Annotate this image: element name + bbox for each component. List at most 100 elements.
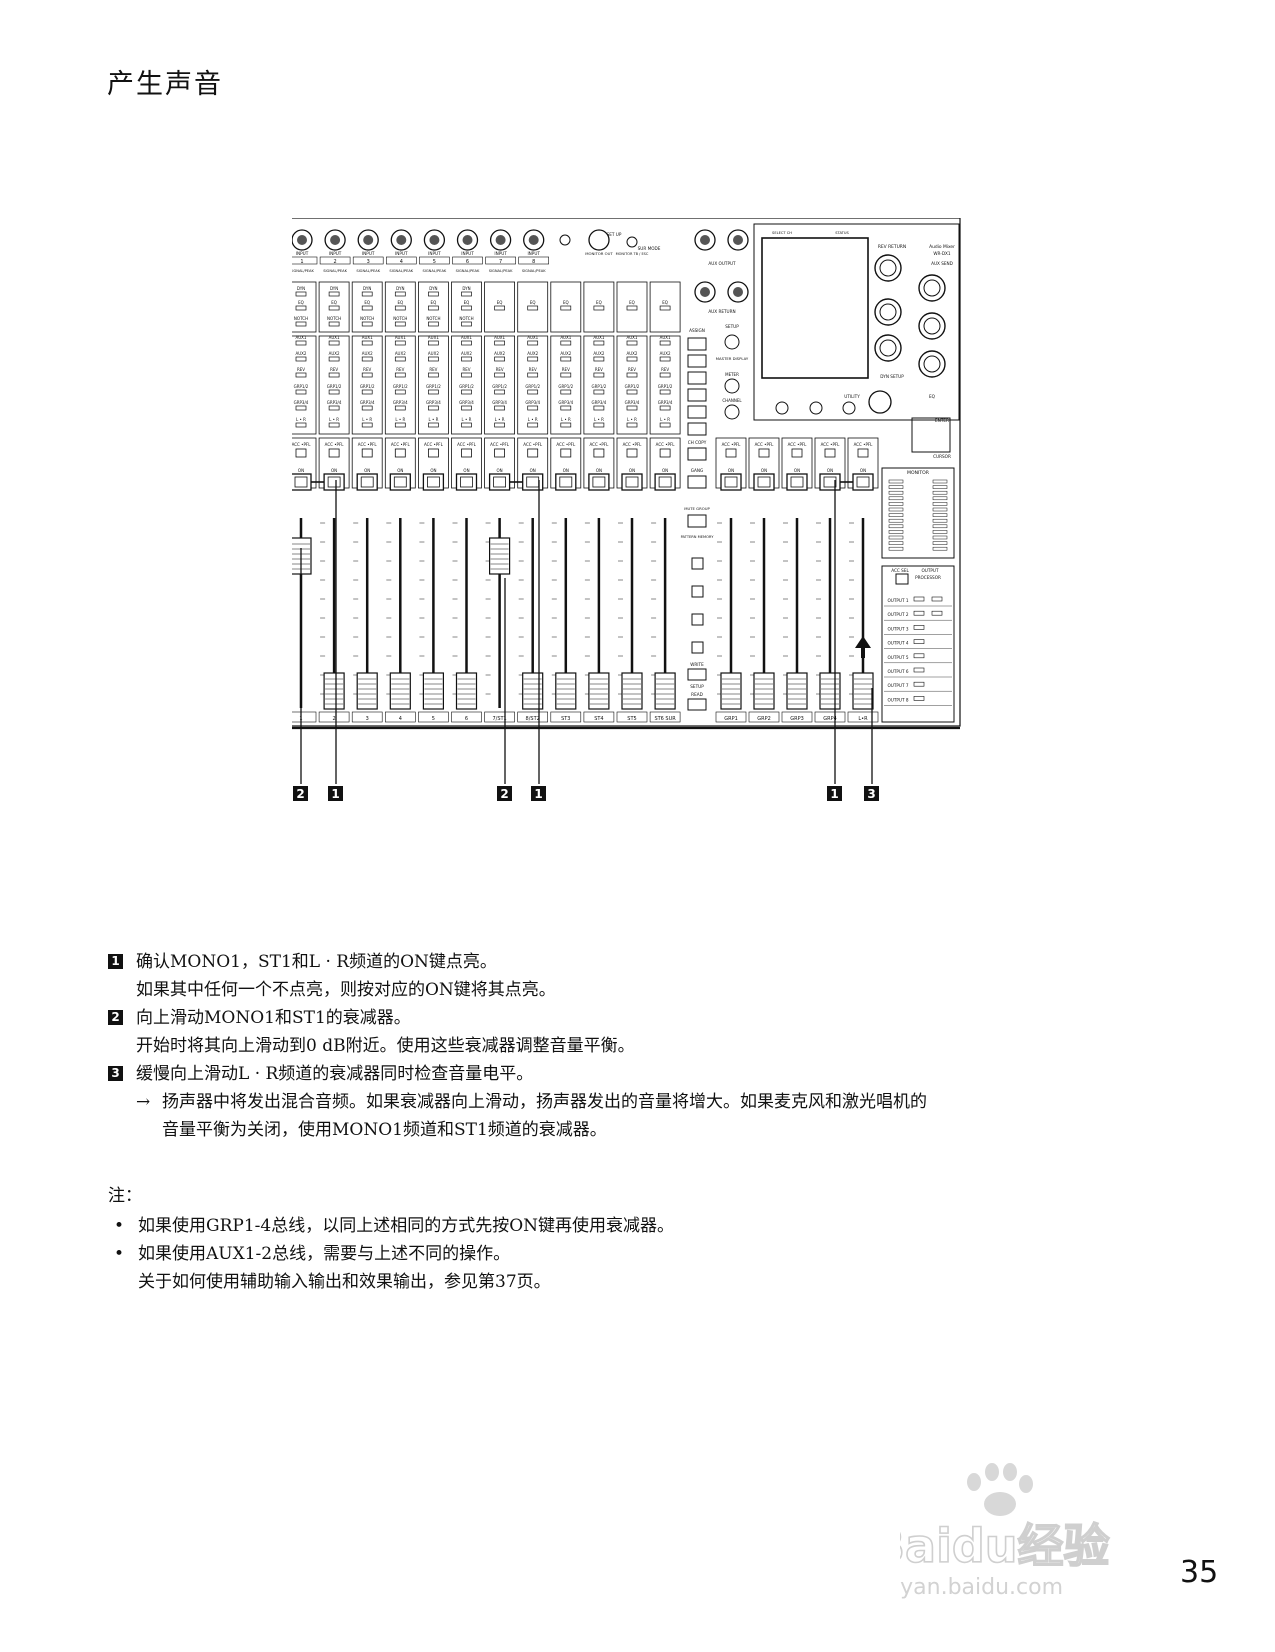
gang-button: [687, 475, 707, 489]
panel-label: ACC SEL: [891, 568, 909, 573]
on-button-inner: [493, 476, 507, 488]
strip-button-label: L • R: [329, 417, 339, 422]
strip-button: [659, 340, 671, 346]
strip-button-label: GRP3/4: [426, 400, 441, 405]
strip-route-group: [517, 335, 549, 435]
steps-list: 1 确认MONO1，ST1和L · R频道的ON键点亮。 如果其中任何一个不点亮…: [108, 948, 1188, 1144]
strip-button: [394, 291, 406, 297]
strip-button: [295, 340, 307, 346]
strip-button-label: AUX2: [660, 351, 671, 356]
fader-label: 3: [366, 716, 369, 722]
strip-button: [394, 321, 406, 327]
note-title: 注：: [108, 1186, 142, 1206]
fader-label-box: [418, 711, 449, 723]
nav-button: [724, 334, 740, 350]
up-arrow-icon: [855, 636, 871, 658]
panel-label: PROCESSOR: [915, 575, 941, 580]
strip-button: [527, 389, 539, 395]
strip-button-label: AUX2: [461, 351, 472, 356]
on-button-inner: [526, 476, 540, 488]
watermark-brand: Baidu经验: [900, 1519, 1110, 1573]
fader-knob: [489, 537, 511, 575]
panel-label: SUR MODE: [638, 246, 661, 251]
strip-button: [295, 291, 307, 297]
channel-num: 5: [433, 259, 436, 265]
fader-knob: [852, 672, 874, 710]
callout-number: 1: [830, 787, 838, 801]
meter-led: [932, 524, 948, 529]
strip-button-label: EQ: [464, 300, 470, 305]
strip-button-label: AUX1: [627, 335, 638, 340]
on-button-inner: [426, 476, 440, 488]
acc-pfl-label: ACC •PFL: [623, 442, 643, 447]
signal-label: SIGNAL/PEAK: [323, 269, 347, 273]
strip-button: [295, 405, 307, 411]
strip-route-group: [583, 335, 615, 435]
strip-dyn-group: [292, 281, 317, 333]
strip-button-label: L • R: [362, 417, 372, 422]
strip-button-label: REV: [396, 367, 404, 372]
fader-label: 7/ST1: [492, 716, 506, 722]
meter-led: [932, 546, 948, 551]
knob-cap: [700, 287, 710, 297]
strip-button: [626, 305, 638, 311]
acc-pfl-label: ACC •PFL: [854, 442, 874, 447]
strip-button: [394, 372, 406, 378]
panel-label: UTILITY: [844, 394, 860, 399]
strip-dyn-group: [351, 281, 383, 333]
note-text: 如果使用AUX1-2总线，需要与上述不同的操作。: [138, 1244, 511, 1264]
assign-button: [687, 371, 707, 385]
strip-button-label: AUX1: [494, 335, 505, 340]
strip-button: [560, 340, 572, 346]
strip-button-label: AUX2: [362, 351, 373, 356]
channel-num-box: [518, 256, 549, 265]
soft-button: [809, 401, 823, 415]
read-button: [687, 698, 707, 711]
monitor-knob: [588, 229, 610, 251]
memory-button: [691, 557, 704, 570]
strip-button-label: REV: [628, 367, 636, 372]
strip-button: [626, 422, 638, 428]
channel-num: 6: [466, 259, 469, 265]
knob-cap: [330, 235, 341, 245]
strip-button: [295, 389, 307, 395]
channel-num-box: [452, 256, 483, 265]
acc-pfl-button: [593, 448, 605, 458]
strip-button-label: NOTCH: [294, 316, 308, 321]
strip-button-label: EQ: [662, 300, 668, 305]
strip-button-label: NOTCH: [327, 316, 341, 321]
acc-pfl-label: ACC •PFL: [722, 442, 742, 447]
step-number-box: 2: [108, 1010, 123, 1025]
panel-label: MASTER DISPLAY: [716, 356, 749, 361]
strip-button: [461, 340, 472, 346]
strip-button-label: L • R: [561, 417, 571, 422]
on-label: ON: [397, 468, 403, 473]
strip-button-label: EQ: [397, 300, 403, 305]
callout-number: 2: [296, 787, 304, 801]
strip-dyn-group: [550, 281, 582, 333]
strip-route-group: [318, 335, 350, 435]
strip-button-label: AUX1: [560, 335, 571, 340]
acc-pfl-label: ACC •PFL: [391, 442, 411, 447]
panel-label: DYN SETUP: [880, 374, 904, 379]
on-button-inner: [327, 476, 341, 488]
fader-label: 5: [432, 716, 435, 722]
meter-led: [932, 485, 948, 489]
on-label: ON: [827, 468, 833, 473]
acc-pfl-button: [427, 448, 439, 458]
callout-box: [864, 786, 879, 801]
page-number: 35: [1180, 1555, 1219, 1590]
output-led: [913, 696, 925, 701]
channel-num-box: [386, 256, 417, 265]
strip-button: [361, 340, 373, 346]
strip-button: [527, 405, 539, 411]
meter-led: [932, 530, 948, 534]
strip-button-label: DYN: [297, 286, 305, 291]
strip-button-label: REV: [496, 367, 504, 372]
meter-led: [888, 524, 904, 529]
acc-pfl-button: [758, 448, 770, 458]
strip-button: [328, 405, 340, 411]
strip-button-label: L • R: [296, 417, 306, 422]
strip-button: [461, 291, 472, 297]
strip-button-label: NOTCH: [426, 316, 440, 321]
